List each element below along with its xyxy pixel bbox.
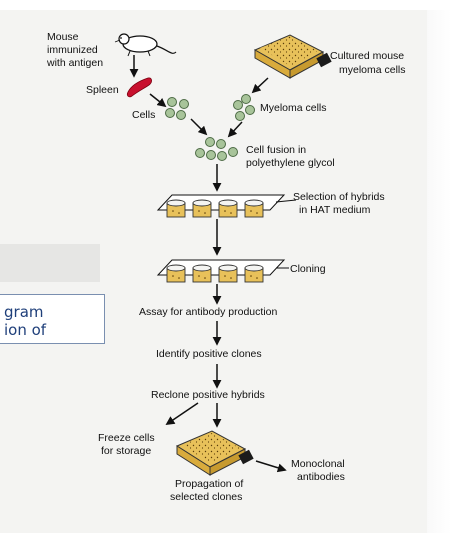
culture-flask-icon xyxy=(253,34,332,79)
arrow-cells-to-fusion xyxy=(190,118,208,136)
fusion-label-2: polyethylene glycol xyxy=(246,157,335,169)
selection-plate-icon xyxy=(156,194,286,218)
slide-grey-band xyxy=(0,244,100,282)
spleen-cells-icon xyxy=(165,97,189,120)
arrow-myeloma-to-fusion xyxy=(227,121,243,138)
propagation-label-2: selected clones xyxy=(170,491,242,503)
identify-label: Identify positive clones xyxy=(156,348,262,360)
cultured-label-1: Cultured mouse xyxy=(330,50,404,62)
mouse-label-3: with antigen xyxy=(46,57,103,69)
propagation-label-1: Propagation of xyxy=(175,478,243,490)
cells-label: Cells xyxy=(132,109,155,121)
reclone-label: Reclone positive hybrids xyxy=(151,389,265,401)
selection-label-1: Selection of hybrids xyxy=(293,191,385,203)
fusion-label-1: Cell fusion in xyxy=(246,144,306,156)
cloning-label: Cloning xyxy=(290,263,326,275)
monoclonal-label-1: Monoclonal xyxy=(291,458,345,470)
page-edge xyxy=(427,10,451,533)
arrow-spleen-to-cells xyxy=(149,93,167,108)
selection-leader xyxy=(275,199,297,203)
spleen-icon xyxy=(126,77,152,98)
assay-label: Assay for antibody production xyxy=(139,306,277,318)
arrow-flask-to-myeloma xyxy=(251,77,269,94)
myeloma-cells-label: Myeloma cells xyxy=(260,102,327,114)
cloning-plate-icon xyxy=(156,259,286,283)
arrow-to-antibodies xyxy=(255,460,287,473)
caption-line-1: gram xyxy=(4,303,44,321)
arrow-reclone-to-freeze xyxy=(165,402,199,426)
mouse-icon xyxy=(114,33,177,57)
mouse-label-1: Mouse xyxy=(47,31,79,43)
mouse-label-2: immunized xyxy=(47,44,98,56)
cultured-label-2: myeloma cells xyxy=(339,64,406,76)
fusion-cells-icon xyxy=(195,137,238,161)
spleen-label: Spleen xyxy=(86,84,119,96)
propagation-flask-icon xyxy=(175,430,254,476)
freeze-label-1: Freeze cells xyxy=(98,432,155,444)
caption-line-2: ion of xyxy=(4,321,47,339)
freeze-label-2: for storage xyxy=(101,445,151,457)
monoclonal-label-2: antibodies xyxy=(297,471,345,483)
selection-label-2: in HAT medium xyxy=(299,204,371,216)
myeloma-cells-icon xyxy=(233,94,255,121)
slide-caption-box: gram ion of xyxy=(0,294,105,344)
